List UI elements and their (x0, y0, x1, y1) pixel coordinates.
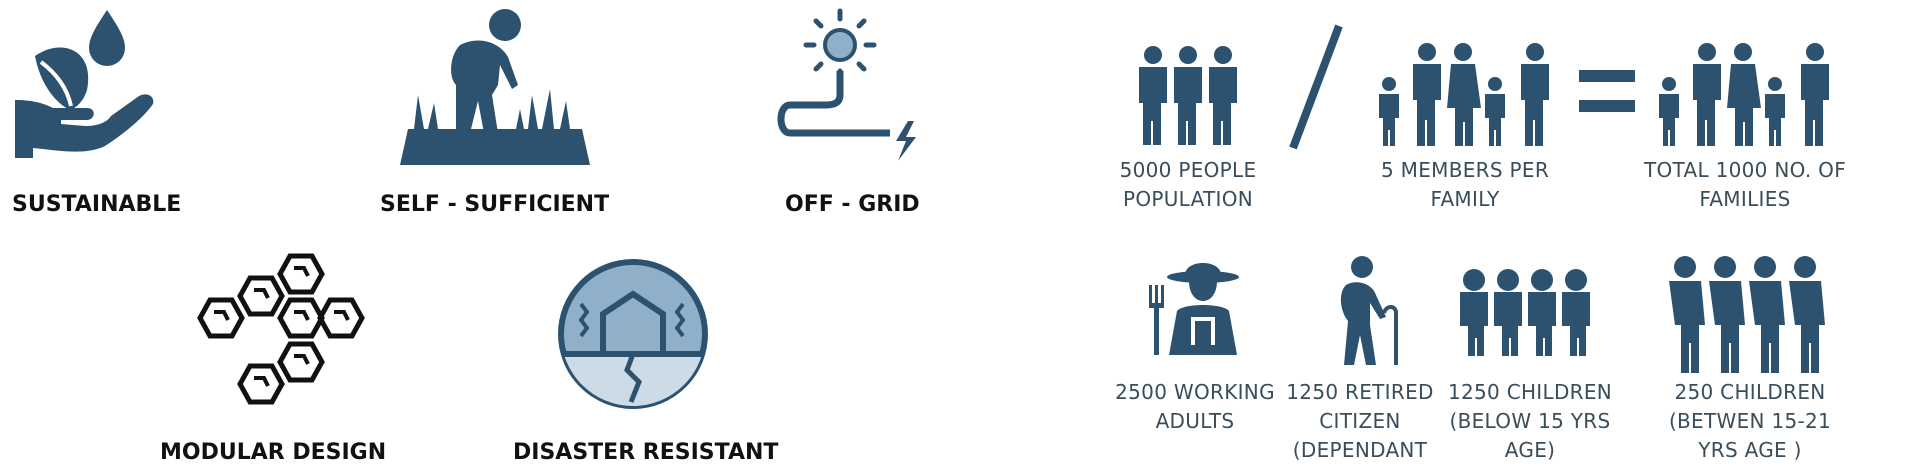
feature-label-modular-design: MODULAR DESIGN (160, 440, 387, 465)
teens-line1: 250 CHILDREN (1674, 380, 1826, 404)
teens-line3: YRS AGE ) (1698, 438, 1802, 462)
working-line2: ADULTS (1155, 409, 1235, 433)
children-below-15-label: 1250 CHILDREN (BELOW 15 YRS AGE) (1445, 378, 1615, 465)
solar-power-icon (777, 8, 916, 161)
retired-citizen-label: 1250 RETIRED CITIZEN (DEPENDANT (1280, 378, 1440, 465)
children-line3: AGE) (1504, 438, 1556, 462)
retired-line1: 1250 RETIRED (1286, 380, 1434, 404)
family-line2: FAMILY (1430, 187, 1500, 211)
retired-line3: (DEPENDANT (1292, 438, 1428, 462)
children-line2: (BELOW 15 YRS (1449, 409, 1611, 433)
children-icon (1460, 269, 1590, 356)
feature-label-disaster-resistant: DISASTER RESISTANT (513, 440, 779, 465)
feature-label-off-grid: OFF - GRID (785, 192, 920, 217)
family-label: 5 MEMBERS PER FAMILY (1365, 156, 1565, 214)
farmer-icon (400, 9, 590, 165)
population-line2: POPULATION (1122, 187, 1254, 211)
hexagon-modules-icon (197, 253, 365, 405)
divide-slash-icon (1289, 24, 1343, 150)
hand-plant-icon (15, 10, 154, 158)
family-line1: 5 MEMBERS PER (1380, 158, 1550, 182)
teens-line2: (BETWEN 15-21 (1668, 409, 1832, 433)
population-label: 5000 PEOPLE POPULATION (1108, 156, 1268, 214)
working-line1: 2500 WORKING (1115, 380, 1275, 404)
children-line1: 1250 CHILDREN (1447, 380, 1613, 404)
children-15-21-label: 250 CHILDREN (BETWEN 15-21 YRS AGE ) (1655, 378, 1845, 465)
total-line2: FAMILIES (1699, 187, 1791, 211)
family-icon (1659, 43, 1829, 146)
elderly-icon (1340, 256, 1398, 365)
retired-line2: CITIZEN (1319, 409, 1401, 433)
feature-label-self-sufficient: SELF - SUFFICIENT (380, 192, 610, 217)
working-adults-label: 2500 WORKING ADULTS (1100, 378, 1290, 436)
total-line1: TOTAL 1000 NO. OF (1643, 158, 1846, 182)
population-line1: 5000 PEOPLE (1119, 158, 1257, 182)
total-families-label: TOTAL 1000 NO. OF FAMILIES (1640, 156, 1850, 214)
feature-label-sustainable: SUSTAINABLE (12, 192, 182, 217)
earthquake-house-icon (558, 259, 708, 409)
people-group-icon (1139, 46, 1237, 145)
worker-icon (1149, 263, 1239, 355)
equals-icon (1579, 70, 1635, 112)
family-icon (1379, 43, 1549, 146)
teens-icon (1669, 256, 1825, 373)
